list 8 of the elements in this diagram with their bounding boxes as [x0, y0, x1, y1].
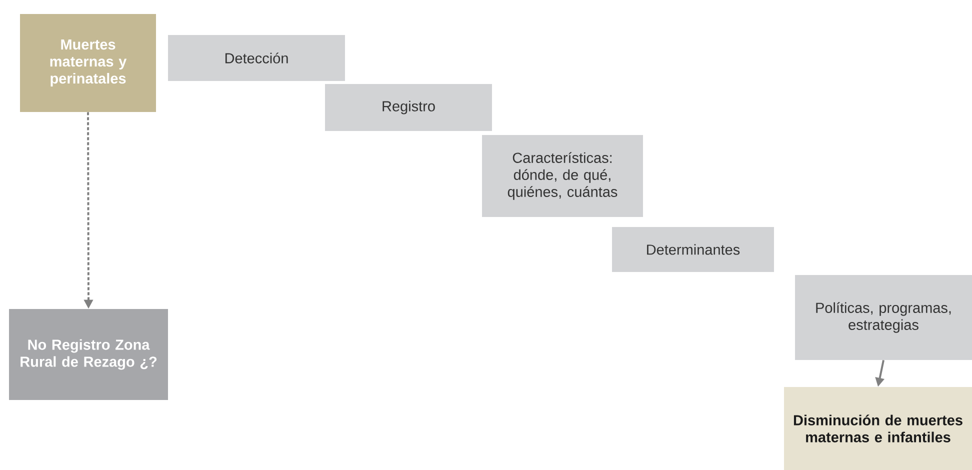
- step-box: Registro: [325, 84, 492, 131]
- source-box: Muertes maternas y perinatales: [20, 14, 156, 112]
- gap-box: No Registro Zona Rural de Rezago ¿?: [9, 308, 168, 400]
- outcome-box: Disminución de muertes maternas e infantiles: [784, 386, 972, 470]
- step-box: Características: dónde, de qué, quiénes, cuántas: [482, 135, 643, 217]
- step-box: Políticas, programas, estrategias: [795, 274, 972, 360]
- step-box: Determinantes: [612, 226, 774, 272]
- step-box: Detección: [168, 35, 345, 81]
